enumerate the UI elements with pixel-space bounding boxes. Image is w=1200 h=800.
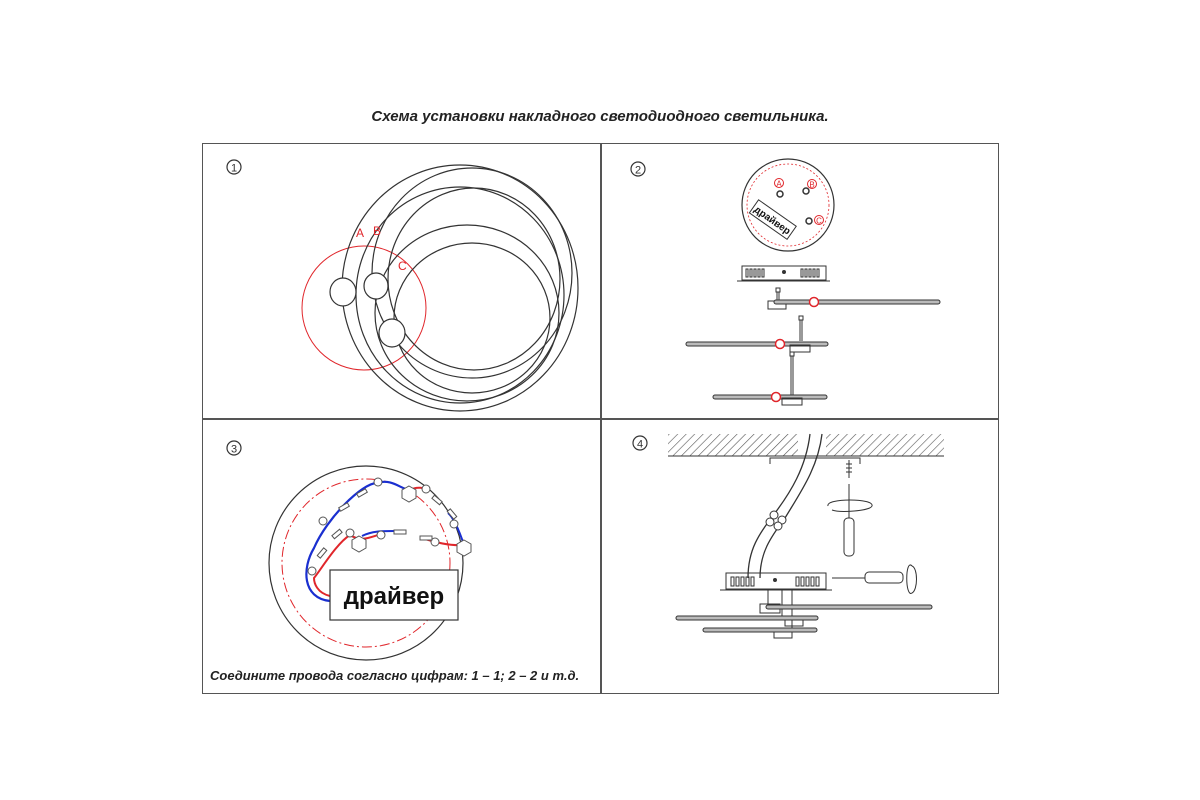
panel-1: 1 A B C — [202, 143, 600, 418]
ceiling-right — [826, 434, 944, 456]
wiring-caption: Соедините провода согласно цифрам: 1 – 1… — [210, 668, 580, 683]
mounting-bracket — [769, 457, 861, 464]
step-number-circle — [632, 435, 648, 451]
base-plate — [268, 465, 464, 661]
driver-box — [329, 569, 459, 621]
panel-2: 2 драйвер A B C — [600, 143, 999, 418]
screwdriver-vertical — [827, 484, 873, 557]
wire-red — [312, 533, 383, 597]
base-outline — [746, 163, 830, 247]
joint-b — [363, 272, 389, 300]
ring-c-inner — [393, 242, 551, 394]
hole-label-c: C — [816, 217, 822, 226]
mount-circle — [301, 245, 427, 371]
connectors — [307, 477, 472, 576]
driver-label: драйвер — [344, 583, 444, 610]
mounting-illustration: 4 — [632, 433, 944, 639]
ring-c-outer — [374, 224, 560, 402]
step-number: 2 — [635, 165, 641, 177]
base-plate — [741, 158, 835, 252]
step-number: 1 — [231, 163, 237, 175]
joint-a — [329, 277, 357, 307]
label-a: A — [356, 226, 364, 240]
led-bars — [675, 590, 933, 639]
diagram-title: Схема установки накладного светодиодного… — [371, 108, 829, 125]
terminal-block — [765, 510, 787, 531]
hole-label-a: A — [776, 180, 782, 189]
panel-4: 4 — [600, 418, 999, 694]
step-number-circle — [226, 440, 242, 456]
panel-divider-horizontal — [202, 418, 999, 420]
step-number: 3 — [231, 444, 237, 456]
driver-box: драйвер — [748, 199, 797, 241]
mount-outline — [281, 478, 451, 648]
ring-b-inner — [387, 187, 561, 371]
screw — [846, 460, 852, 478]
label-b: B — [373, 224, 381, 238]
canopy-side — [737, 265, 830, 282]
panel-3: 3 драйвер — [202, 418, 600, 694]
joint-c — [378, 318, 406, 348]
label-c: C — [398, 259, 407, 273]
ring-b-outer — [371, 167, 573, 379]
step-number-circle — [226, 159, 242, 175]
ceiling-left — [668, 434, 798, 456]
step-number-circle — [630, 161, 646, 177]
assembly-illustration: 2 драйвер A B C — [630, 158, 941, 406]
rings-illustration: 1 A B C — [226, 159, 579, 412]
bars-side — [685, 287, 941, 406]
screwdriver-horizontal — [832, 564, 917, 594]
canopy — [720, 572, 832, 591]
wire-blue — [305, 480, 411, 603]
wiring-illustration: 3 драйвер — [226, 440, 472, 661]
hole-label-b: B — [809, 181, 814, 190]
step-number: 4 — [637, 439, 643, 451]
ring-a-inner — [355, 186, 565, 404]
